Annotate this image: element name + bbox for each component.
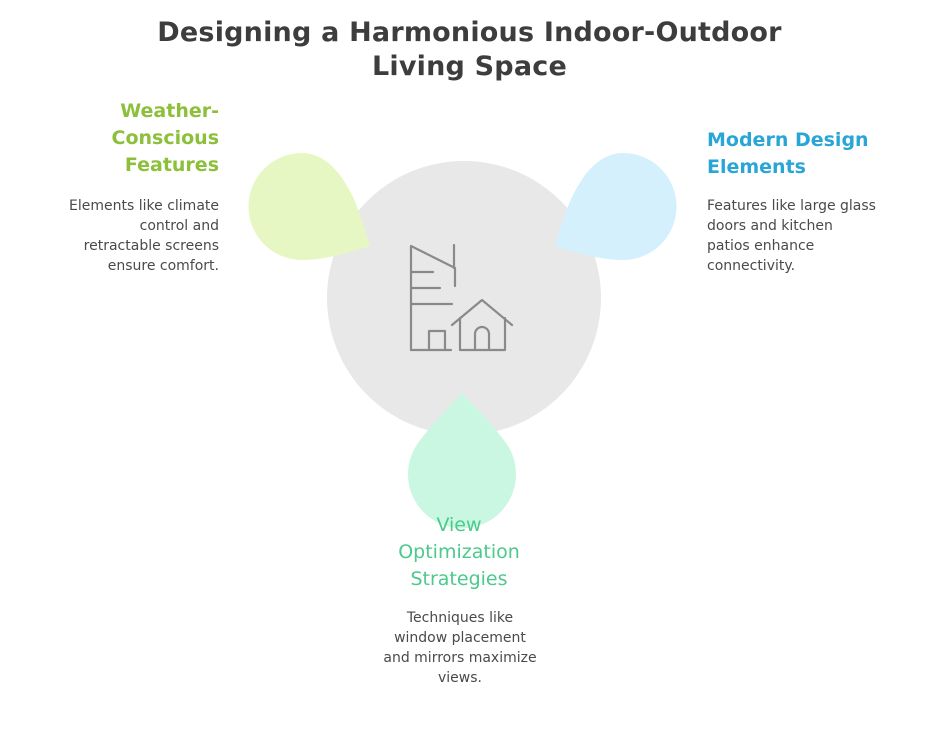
- right-desc-line: connectivity.: [707, 258, 796, 274]
- title-line-1: Designing a Harmonious Indoor-Outdoor: [157, 17, 782, 48]
- bottom-desc-line: views.: [438, 670, 482, 686]
- left-petal: [248, 153, 370, 261]
- title-line-2: Living Space: [372, 51, 567, 82]
- building-and-house-icon: [409, 243, 514, 352]
- bottom-section-heading: View Optimization Strategies: [329, 512, 589, 593]
- bottom-heading-line: Strategies: [410, 568, 508, 590]
- left-heading-line: Weather-: [120, 100, 219, 122]
- left-heading-line: Features: [124, 154, 219, 176]
- bottom-petal: [408, 393, 516, 529]
- center-circle: [327, 161, 601, 435]
- right-section-description: Features like large glass doors and kitc…: [707, 196, 876, 276]
- left-desc-line: ensure comfort.: [107, 258, 219, 274]
- left-desc-line: control and: [139, 218, 219, 234]
- left-heading-line: Conscious: [111, 127, 220, 149]
- left-section-description: Elements like climate control and retrac…: [69, 196, 219, 276]
- left-section-heading: Weather- Conscious Features: [112, 98, 220, 179]
- right-heading-line: Elements: [707, 156, 806, 178]
- right-petal: [555, 153, 677, 260]
- bottom-section-description: Techniques like window placement and mir…: [340, 608, 580, 688]
- right-desc-line: Features like large glass: [707, 198, 876, 214]
- bottom-heading-line: View: [436, 514, 482, 536]
- bottom-desc-line: and mirrors maximize: [383, 650, 537, 666]
- diagram-title: Designing a Harmonious Indoor-Outdoor Li…: [0, 16, 939, 84]
- right-desc-line: doors and kitchen: [707, 218, 833, 234]
- right-heading-line: Modern Design: [707, 129, 869, 151]
- left-desc-line: Elements like climate: [69, 198, 219, 214]
- bottom-desc-line: window placement: [394, 630, 526, 646]
- bottom-heading-line: Optimization: [398, 541, 520, 563]
- right-section-heading: Modern Design Elements: [707, 127, 869, 181]
- right-desc-line: patios enhance: [707, 238, 815, 254]
- bottom-desc-line: Techniques like: [406, 610, 514, 626]
- left-desc-line: retractable screens: [83, 238, 219, 254]
